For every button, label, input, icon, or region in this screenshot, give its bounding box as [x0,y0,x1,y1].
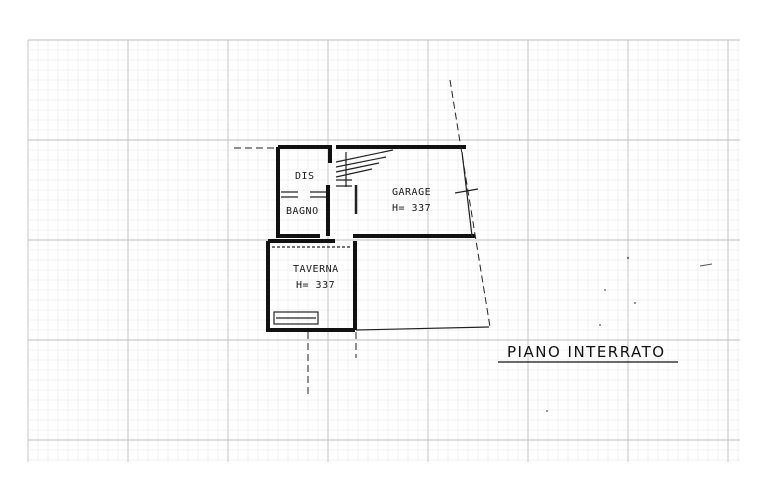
dis-top-wall [278,145,332,163]
stair-landing [336,179,352,187]
mark [546,410,548,412]
room-labels: DIS BAGNO GARAGE H= 337 TAVERNA H= 337 [286,171,431,291]
dashed-construction-lines [234,79,491,397]
floor-plan-thin-lines [272,149,490,331]
floor-plan-walls [266,145,475,332]
room-label-bagno: BAGNO [286,206,319,217]
room-height-taverna: H= 337 [296,280,335,291]
dashed-boundary-right [449,79,491,328]
room-label-taverna: TAVERNA [293,264,339,275]
boundary-line-bottom [355,326,490,331]
plan-title: PIANO INTERRATO [507,343,666,361]
mark [604,289,606,291]
stair-treads [335,149,394,178]
garage-section-mark [454,188,479,194]
mark [699,263,713,267]
graph-paper-grid [27,39,740,462]
mark [634,302,636,304]
garage-right-wall [461,151,473,237]
room-label-dis: DIS [295,171,315,182]
room-label-garage: GARAGE [392,187,431,198]
dis-left-wall [276,147,320,238]
taverna-bench [273,311,319,325]
taverna-left-wall [266,241,355,332]
mark [626,256,630,260]
scatter-marks [546,256,713,412]
mark [599,324,601,326]
room-height-garage: H= 337 [392,203,431,214]
